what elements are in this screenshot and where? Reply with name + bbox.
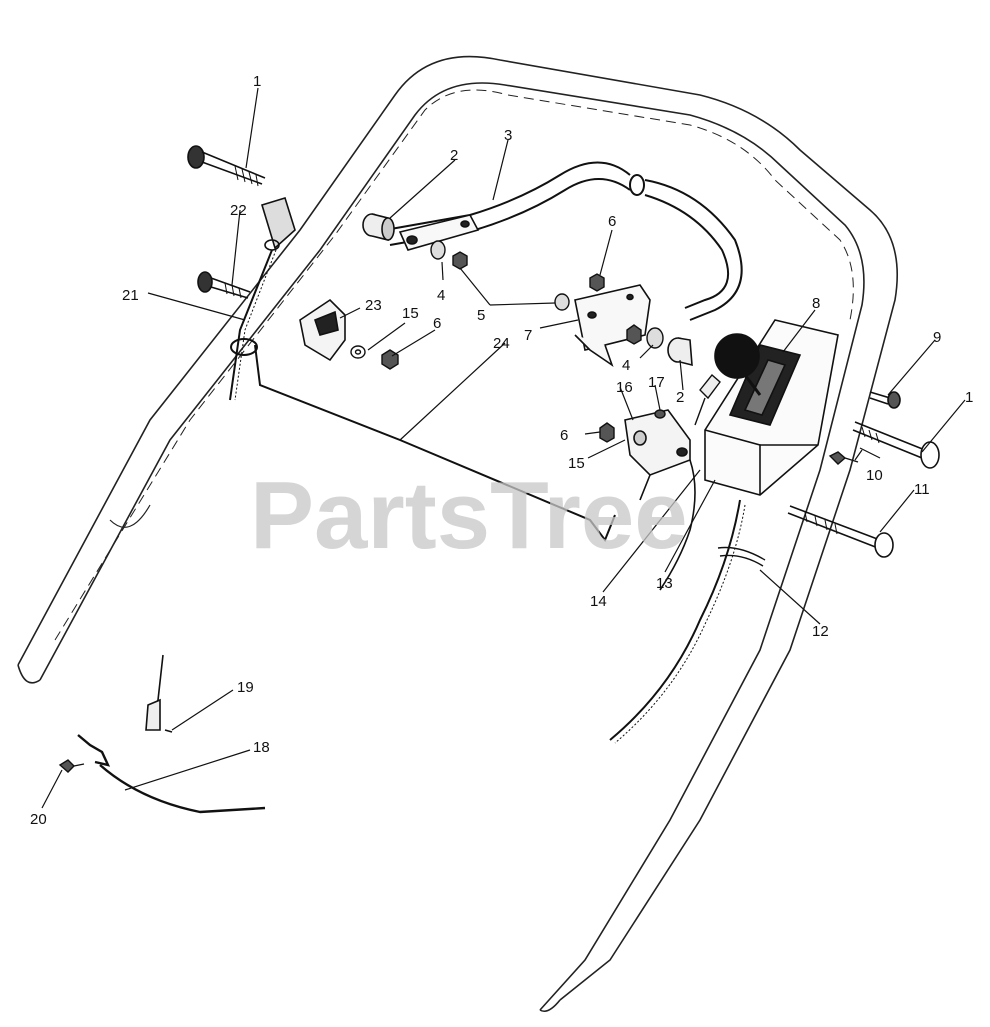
- callout-23: 23: [365, 297, 382, 314]
- callout-12: 12: [812, 623, 829, 640]
- callout-6-top: 6: [608, 213, 616, 230]
- cable-16: [659, 459, 696, 591]
- bolt-10: [828, 451, 859, 465]
- callout-3: 3: [504, 127, 512, 144]
- callout-15-right: 15: [568, 455, 585, 472]
- callout-1-right: 1: [965, 389, 973, 406]
- callout-labels: 1 2 3 22 21 23 15 6 24 6 4 5 7 4 2 8 9 1…: [30, 73, 973, 828]
- connector-clip: [694, 373, 721, 426]
- leader-lines: [41, 87, 966, 809]
- callout-4-right: 4: [622, 357, 630, 374]
- washer-15-left: [350, 345, 366, 359]
- callout-11: 11: [914, 481, 930, 498]
- callout-9: 9: [933, 329, 941, 346]
- callout-2-right: 2: [676, 389, 684, 406]
- callout-1-top: 1: [253, 73, 261, 90]
- nut-4-right: [626, 324, 664, 349]
- spacer-5-right: [554, 293, 570, 311]
- bolt-1-top: [187, 145, 266, 187]
- callout-6-left: 6: [433, 315, 441, 332]
- nut-6-top: [589, 273, 605, 292]
- callout-4-left: 4: [437, 287, 445, 304]
- cable-18: [77, 734, 266, 814]
- callout-24: 24: [493, 335, 510, 352]
- watermark: PartsTree: [250, 462, 688, 569]
- callout-16: 16: [616, 379, 633, 396]
- throttle-bracket-left: [229, 197, 296, 401]
- spacer-4-left: [430, 240, 446, 260]
- nut-6-bottom: [599, 422, 615, 443]
- spring-17: [654, 409, 666, 419]
- callout-7: 7: [524, 327, 532, 344]
- bolt-1-right: [852, 421, 940, 469]
- nut-6-left: [381, 349, 399, 370]
- callout-18: 18: [253, 739, 270, 756]
- callout-22: 22: [230, 202, 247, 219]
- callout-15-left: 15: [402, 305, 419, 322]
- callout-8: 8: [812, 295, 820, 312]
- link-plate: [398, 214, 480, 251]
- callout-5: 5: [477, 307, 485, 324]
- pivot-bushing-2-right: [667, 337, 693, 367]
- screw-20: [58, 759, 85, 773]
- bracket-7: [574, 284, 651, 368]
- throttle-cable-12: [609, 499, 766, 744]
- callout-14: 14: [590, 593, 607, 610]
- callout-2-top: 2: [450, 147, 458, 164]
- callout-20: 20: [30, 811, 47, 828]
- handle-tube: [17, 55, 898, 1013]
- cable-end-19: [145, 654, 173, 733]
- nut-5-left: [452, 251, 468, 270]
- switch-block-23: [299, 298, 346, 362]
- callout-21: 21: [122, 287, 139, 304]
- control-rod: [230, 338, 616, 543]
- bail-handle: [384, 161, 743, 321]
- callout-17: 17: [648, 374, 665, 391]
- callout-6-bottom: 6: [560, 427, 568, 444]
- callout-13: 13: [656, 575, 673, 592]
- callout-19: 19: [237, 679, 254, 696]
- bolt-11: [787, 505, 894, 558]
- bolt-22: [197, 271, 251, 299]
- bolt-9: [869, 391, 901, 409]
- pivot-bushing-2: [362, 213, 395, 242]
- throttle-control-8: [704, 319, 839, 496]
- callout-10: 10: [866, 467, 883, 484]
